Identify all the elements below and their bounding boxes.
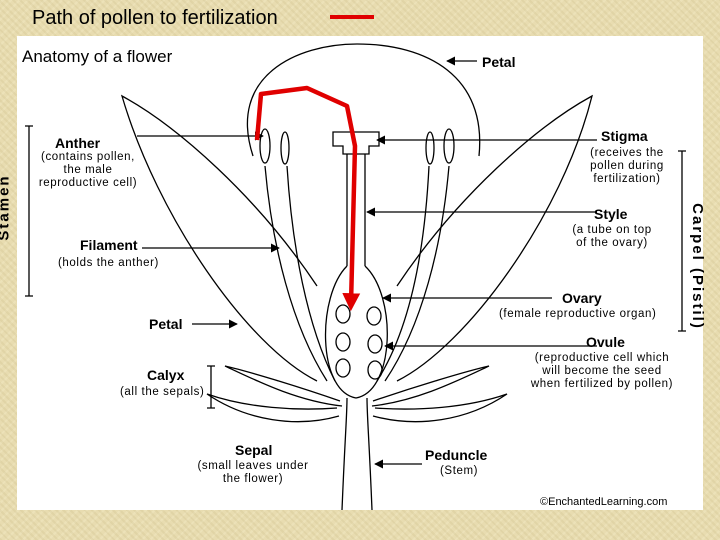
label-peduncle: Peduncle <box>425 447 488 463</box>
sepal-left-outline <box>224 365 343 407</box>
sepal-right-outline <box>371 365 490 407</box>
credit: ©EnchantedLearning.com <box>540 496 668 508</box>
anther-left-2 <box>280 131 290 165</box>
label-carpel: Carpel (Pistil) <box>688 203 706 330</box>
note-peduncle: (Stem) <box>440 465 479 477</box>
style-outline <box>346 154 366 266</box>
note-filament: (holds the anther) <box>58 257 159 269</box>
label-ovule: Ovule <box>586 334 625 350</box>
sepal-left-lower <box>206 393 340 423</box>
flower-drawing <box>25 43 686 510</box>
note-style: (a tube on top of the ovary) <box>572 224 652 250</box>
note-ovule: (reproductive cell which will become the… <box>530 352 674 391</box>
note-stigma: (receives the pollen during fertilizatio… <box>590 147 664 186</box>
label-petal-left: Petal <box>149 316 183 332</box>
label-stigma: Stigma <box>601 128 648 144</box>
note-calyx: (all the sepals) <box>120 386 205 398</box>
label-filament: Filament <box>80 237 138 253</box>
label-stamen: Stamen <box>0 174 13 241</box>
flower-diagram: Anatomy of a flower Petal Anther (contai… <box>0 36 706 510</box>
slide-title: Path of pollen to fertilization <box>32 7 278 29</box>
label-petal-top: Petal <box>482 54 516 70</box>
peduncle-outline <box>341 397 373 510</box>
sepal-right-lower <box>372 393 508 423</box>
label-anther: Anther <box>55 135 101 151</box>
label-style: Style <box>594 206 628 222</box>
pollen-path-legend-line <box>330 15 374 19</box>
anther-right-1 <box>425 131 435 165</box>
pollen-path-arrow <box>254 85 361 312</box>
note-sepal: (small leaves under the flower) <box>197 460 309 486</box>
top-petal-outline <box>246 43 481 157</box>
label-sepal: Sepal <box>235 442 273 458</box>
ovary-outline <box>324 265 388 399</box>
label-calyx: Calyx <box>147 367 185 383</box>
right-petal-outline <box>396 94 593 382</box>
label-ovary: Ovary <box>562 290 602 306</box>
diagram-heading: Anatomy of a flower <box>22 47 173 66</box>
anther-left-1 <box>259 128 271 164</box>
anther-right-2 <box>443 128 455 164</box>
left-petal-outline <box>120 94 318 382</box>
note-anther: (contains pollen, the male reproductive … <box>38 151 138 190</box>
note-ovary: (female reproductive organ) <box>499 308 657 320</box>
